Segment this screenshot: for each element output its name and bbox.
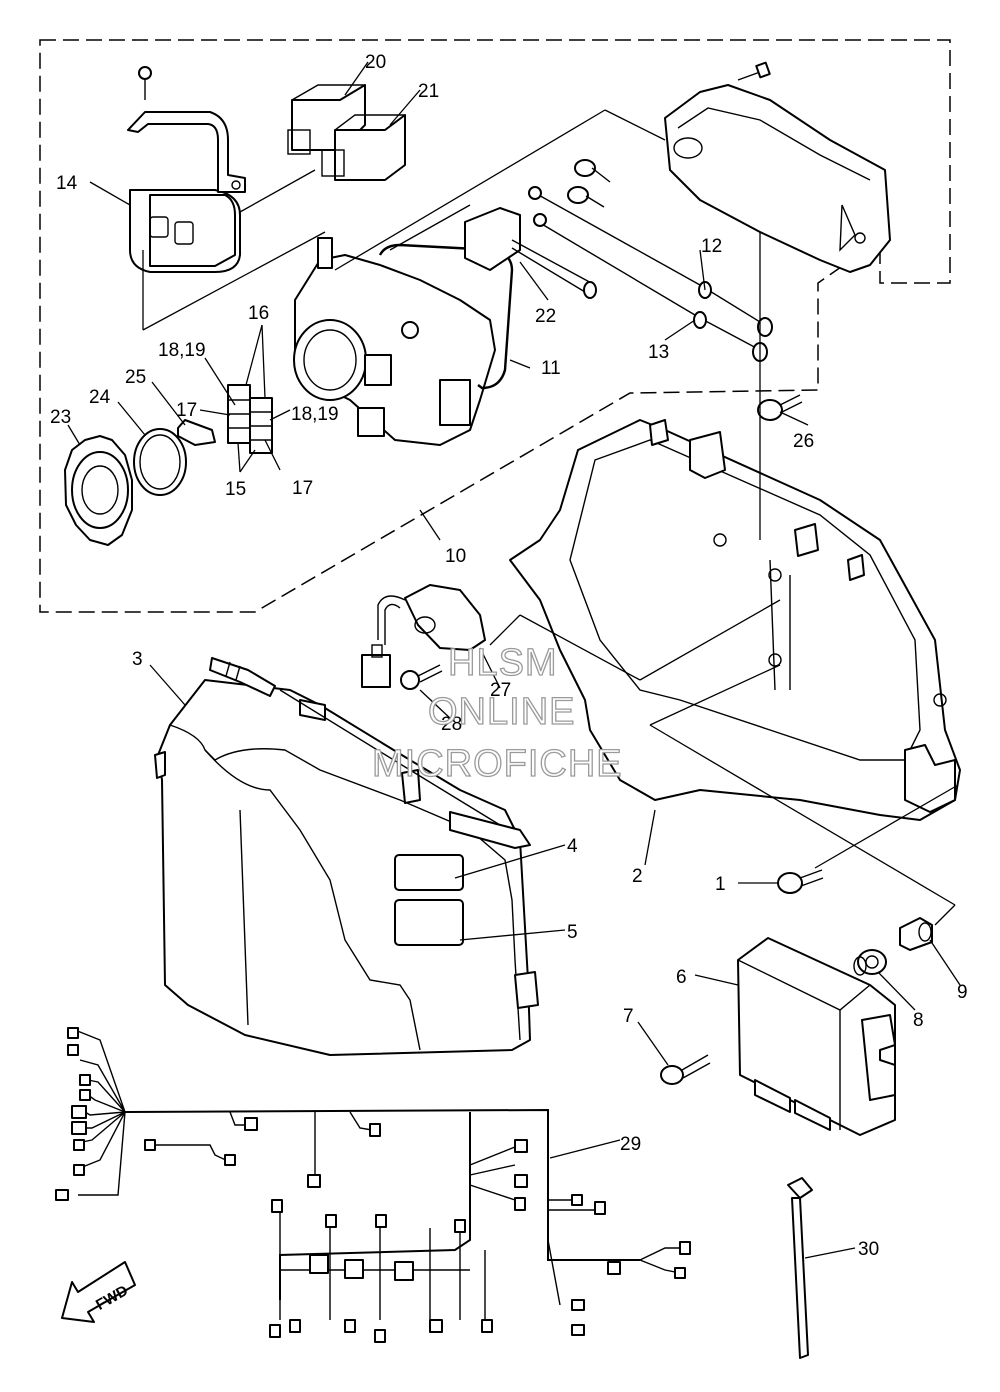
callout-3: 3: [132, 649, 143, 670]
callout-17a: 17: [176, 400, 197, 421]
part-7-bolt[interactable]: [660, 1054, 711, 1085]
part-25-clip[interactable]: [177, 419, 216, 446]
part-26-bolt[interactable]: [757, 394, 803, 421]
callout-1: 1: [715, 874, 726, 895]
group-boundary-dashed: [39, 39, 951, 613]
callout-2: 2: [632, 866, 643, 887]
part-2-housing[interactable]: [509, 419, 961, 821]
part-23-cap[interactable]: [64, 435, 133, 546]
leader-lines: [67, 61, 961, 1259]
cover-harness-clips[interactable]: [209, 657, 531, 849]
part-11-gasket[interactable]: [378, 243, 514, 390]
watermark-line-3: MICROFICHE: [372, 743, 623, 785]
callout-6: 6: [676, 967, 687, 988]
fwd-arrow: FWD: [61, 1261, 136, 1323]
mounting-plate[interactable]: [664, 84, 891, 273]
part-24-o-ring[interactable]: [133, 428, 187, 496]
callout-4: 4: [567, 836, 578, 857]
callout-11: 11: [541, 358, 561, 379]
callout-13: 13: [648, 342, 669, 363]
callout-20: 20: [365, 52, 386, 73]
callout-18-19a: 18,19: [158, 340, 206, 361]
part-21-relay[interactable]: [321, 114, 406, 181]
screw-14[interactable]: [138, 66, 152, 100]
part-9-collar[interactable]: [899, 917, 933, 951]
part-1-bolt[interactable]: [777, 869, 824, 894]
plate-screw[interactable]: [737, 61, 771, 81]
part-29-harness[interactable]: [55, 1027, 691, 1343]
callout-21: 21: [418, 81, 439, 102]
callout-9: 9: [957, 982, 968, 1003]
callout-5: 5: [567, 922, 578, 943]
fittings[interactable]: [567, 159, 611, 208]
part-28-screw[interactable]: [400, 664, 443, 690]
part-30-cable-tie[interactable]: [787, 1177, 813, 1359]
callout-10: 10: [445, 546, 466, 567]
part-8-grommet[interactable]: [853, 949, 887, 976]
callout-18-19b: 18,19: [291, 404, 339, 425]
watermark: HLSM ONLINE MICROFICHE: [371, 641, 623, 785]
callout-25: 25: [125, 367, 146, 388]
callout-16: 16: [248, 303, 269, 324]
callout-29: 29: [620, 1134, 641, 1155]
callout-28: 28: [441, 714, 462, 735]
callout-14: 14: [56, 173, 78, 194]
parts-15-19-connectors[interactable]: [227, 384, 273, 454]
callout-labels: 1 2 3 4 5 6 7 8 9 10 11 12 13 14 15 16 1…: [50, 52, 968, 1260]
part-27-sensor[interactable]: [361, 584, 486, 688]
watermark-line-1: HLSM: [448, 642, 558, 684]
callout-7: 7: [623, 1006, 634, 1027]
callout-22: 22: [535, 306, 556, 327]
part-3-cover[interactable]: [154, 679, 539, 1056]
part-6-ecu[interactable]: [737, 937, 896, 1136]
part-12-hose[interactable]: [528, 186, 773, 337]
callout-8: 8: [913, 1010, 924, 1031]
callout-23: 23: [50, 407, 71, 428]
callout-15: 15: [225, 479, 246, 500]
callout-27: 27: [490, 680, 511, 701]
callout-12: 12: [701, 236, 722, 257]
throttle-body[interactable]: [293, 237, 496, 446]
callout-26: 26: [793, 431, 814, 452]
part-13-hose[interactable]: [533, 213, 768, 362]
part-14-cover[interactable]: [127, 111, 246, 273]
watermark-line-2: ONLINE: [428, 691, 575, 733]
callout-24: 24: [89, 387, 111, 408]
callout-30: 30: [858, 1239, 879, 1260]
part-22-sensor[interactable]: [464, 207, 597, 299]
callout-17b: 17: [292, 478, 313, 499]
